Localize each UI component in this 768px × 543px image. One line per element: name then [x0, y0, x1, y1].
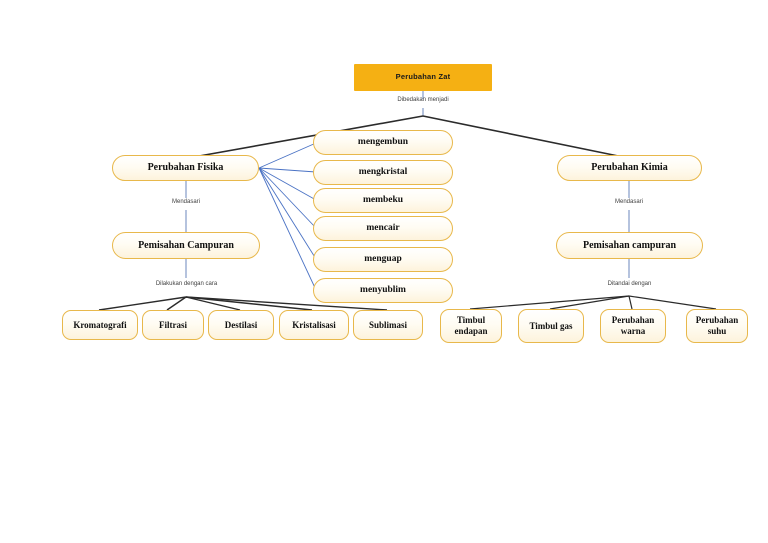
- wire-fisika-menguap: [258, 167, 317, 260]
- method-node-sublimasi[interactable]: Sublimasi: [353, 310, 423, 340]
- sign-node-label-line2: warna: [620, 326, 646, 336]
- state-node-label: mencair: [366, 223, 400, 234]
- wire-methods-filtrasi: [166, 296, 187, 311]
- sign-node-label-line2: suhu: [707, 326, 727, 336]
- method-node-kromatografi[interactable]: Kromatografi: [62, 310, 138, 340]
- wire-fisika-membeku: [258, 167, 317, 201]
- wire-signs-gas: [549, 295, 630, 310]
- wire-methods-kristalisasi: [185, 296, 313, 311]
- wire-signs-endapan: [469, 295, 630, 310]
- state-node-membeku[interactable]: membeku: [313, 188, 453, 213]
- wire-fisika-mengkristal: [258, 167, 317, 173]
- method-node-destilasi[interactable]: Destilasi: [208, 310, 274, 340]
- edge-label-ditandai-dengan: Ditandai dengan: [607, 281, 652, 287]
- sub-node-pemisahan-campuran-fisika[interactable]: Pemisahan Campuran: [112, 232, 260, 259]
- method-node-label: Filtrasi: [159, 319, 187, 330]
- edge-label-dilakukan-dengan-cara: Dilakukan dengan cara: [155, 281, 218, 287]
- state-node-mengembun[interactable]: mengembun: [313, 130, 453, 155]
- edge-label-mendasari-left: Mendasari: [171, 199, 200, 205]
- sign-node-timbul-endapan[interactable]: Timbul endapan: [440, 309, 502, 343]
- sign-node-timbul-gas[interactable]: Timbul gas: [518, 309, 584, 343]
- state-node-label: menguap: [364, 254, 402, 265]
- method-node-kristalisasi[interactable]: Kristalisasi: [279, 310, 349, 340]
- sign-node-label-line1: Timbul gas: [529, 320, 573, 331]
- wire-fisika-mengembun: [258, 142, 317, 169]
- sub-node-kimia-label: Pemisahan campuran: [582, 239, 677, 251]
- sign-node-label-line1: Perubahan: [695, 314, 739, 325]
- sign-node-label-line1: Timbul: [456, 314, 486, 325]
- edge-label-mendasari-right: Mendasari: [614, 199, 643, 205]
- sign-node-perubahan-warna[interactable]: Perubahan warna: [600, 309, 666, 343]
- wire-fisika-menyublim: [258, 167, 317, 291]
- method-node-label: Destilasi: [224, 319, 258, 330]
- state-node-mengkristal[interactable]: mengkristal: [313, 160, 453, 185]
- state-node-label: membeku: [362, 195, 404, 206]
- wire-methods-kromatografi: [98, 296, 187, 311]
- sub-node-fisika-label: Pemisahan Campuran: [138, 239, 234, 251]
- root-node-perubahan-zat[interactable]: Perubahan Zat: [354, 64, 492, 91]
- method-node-filtrasi[interactable]: Filtrasi: [142, 310, 204, 340]
- state-node-label: mengkristal: [358, 167, 408, 178]
- state-node-menguap[interactable]: menguap: [313, 247, 453, 272]
- wire-signs-warna: [628, 295, 633, 310]
- wire-root-to-kimia: [422, 115, 629, 159]
- branch-node-perubahan-kimia[interactable]: Perubahan Kimia: [557, 155, 702, 181]
- wire-fisika-mencair: [258, 167, 317, 229]
- method-node-label: Kromatografi: [73, 319, 127, 330]
- branch-node-fisika-label: Perubahan Fisika: [147, 162, 224, 174]
- state-node-label: menyublim: [360, 285, 406, 296]
- method-node-label: Kristalisasi: [292, 319, 336, 330]
- state-node-label: mengembun: [357, 137, 409, 148]
- branch-node-kimia-label: Perubahan Kimia: [591, 162, 668, 174]
- wire-methods-destilasi: [185, 296, 241, 311]
- state-node-menyublim[interactable]: menyublim: [313, 278, 453, 303]
- sign-node-label-line2: endapan: [454, 326, 488, 336]
- sign-node-perubahan-suhu[interactable]: Perubahan suhu: [686, 309, 748, 343]
- sub-node-pemisahan-campuran-kimia[interactable]: Pemisahan campuran: [556, 232, 703, 259]
- wire-signs-suhu: [628, 295, 717, 310]
- sign-node-label-line1: Perubahan: [611, 314, 655, 325]
- edge-label-dibedakan-menjadi: Dibedakan menjadi: [397, 97, 449, 103]
- method-node-label: Sublimasi: [368, 319, 408, 330]
- state-node-mencair[interactable]: mencair: [313, 216, 453, 241]
- branch-node-perubahan-fisika[interactable]: Perubahan Fisika: [112, 155, 259, 181]
- root-node-label: Perubahan Zat: [395, 72, 451, 82]
